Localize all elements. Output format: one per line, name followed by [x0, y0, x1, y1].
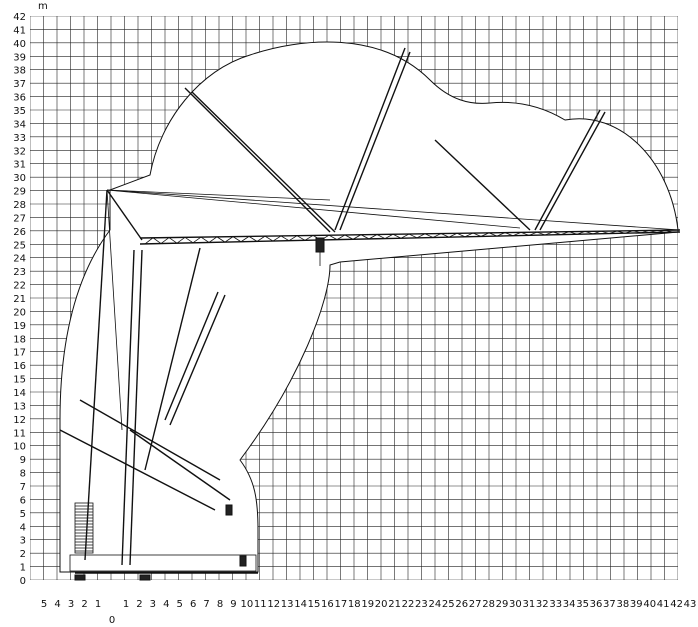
- y-tick-label: 8: [20, 469, 26, 480]
- x-tick-label-right: 17: [334, 599, 347, 610]
- x-tick-label-right: 37: [603, 599, 616, 610]
- y-tick-label: 23: [13, 267, 26, 278]
- y-tick-label: 3: [20, 536, 26, 547]
- y-tick-label: 30: [13, 173, 26, 184]
- y-tick-label: 19: [13, 321, 26, 332]
- y-tick-label: 27: [13, 213, 26, 224]
- x-tick-label-right: 23: [415, 599, 428, 610]
- x-tick-label-right: 22: [402, 599, 415, 610]
- y-tick-label: 33: [13, 133, 26, 144]
- x-tick-label-right: 43: [684, 599, 697, 610]
- y-tick-label: 25: [13, 240, 26, 251]
- y-tick-label: 37: [13, 79, 26, 90]
- x-tick-label-right: 34: [563, 599, 576, 610]
- x-tick-label-right: 15: [308, 599, 321, 610]
- x-tick-label-right: 8: [217, 599, 223, 610]
- y-tick-label: 9: [20, 455, 26, 466]
- x-tick-label-right: 4: [163, 599, 169, 610]
- x-tick-label-right: 39: [630, 599, 643, 610]
- y-tick-label: 20: [13, 307, 26, 318]
- x-tick-label-right: 30: [509, 599, 522, 610]
- y-tick-label: 11: [13, 428, 26, 439]
- y-axis-unit-label: m: [38, 1, 48, 12]
- x-tick-label-right: 32: [536, 599, 549, 610]
- x-tick-label-right: 2: [136, 599, 142, 610]
- y-tick-label: 16: [13, 361, 26, 372]
- y-tick-label: 29: [13, 187, 26, 198]
- y-tick-label: 7: [20, 482, 26, 493]
- x-tick-label-left: 1: [95, 599, 101, 610]
- x-tick-label-left: 2: [81, 599, 87, 610]
- x-tick-label-right: 40: [643, 599, 656, 610]
- y-tick-label: 13: [13, 401, 26, 412]
- x-tick-label-right: 5: [177, 599, 183, 610]
- y-tick-label: 39: [13, 52, 26, 63]
- x-tick-label-right: 14: [294, 599, 307, 610]
- y-tick-label: 35: [13, 106, 26, 117]
- y-tick-label: 4: [20, 522, 26, 533]
- x-tick-label-right: 11: [254, 599, 267, 610]
- x-tick-label-right: 25: [442, 599, 455, 610]
- y-tick-label: 42: [13, 12, 26, 23]
- x-tick-label-right: 38: [616, 599, 629, 610]
- x-tick-label-right: 26: [455, 599, 468, 610]
- y-tick-label: 1: [20, 563, 26, 574]
- y-tick-label: 22: [13, 281, 26, 292]
- x-tick-label-left: 3: [68, 599, 74, 610]
- y-tick-label: 28: [13, 200, 26, 211]
- x-tick-label-right: 7: [203, 599, 209, 610]
- x-tick-label-right: 9: [230, 599, 236, 610]
- y-tick-label: 26: [13, 227, 26, 238]
- x-tick-label-right: 3: [150, 599, 156, 610]
- x-tick-label-right: 31: [522, 599, 535, 610]
- crane-drawing: [59, 47, 681, 581]
- y-tick-label: 31: [13, 160, 26, 171]
- y-tick-label: 14: [13, 388, 26, 399]
- x-tick-label-right: 6: [190, 599, 196, 610]
- y-tick-label: 0: [20, 576, 26, 587]
- y-axis-tick-labels: 0123456789101112131415161718192021222324…: [13, 12, 26, 587]
- x-tick-label-right: 28: [482, 599, 495, 610]
- x-tick-label-right: 20: [375, 599, 388, 610]
- x-tick-label-right: 18: [348, 599, 361, 610]
- working-range-envelope: [59, 41, 679, 573]
- y-tick-label: 34: [13, 119, 26, 130]
- x-tick-label-right: 16: [321, 599, 334, 610]
- y-tick-label: 41: [13, 25, 26, 36]
- y-tick-label: 38: [13, 66, 26, 77]
- y-tick-label: 40: [13, 39, 26, 50]
- y-tick-label: 6: [20, 495, 26, 506]
- x-tick-label-right: 21: [388, 599, 401, 610]
- y-tick-label: 12: [13, 415, 26, 426]
- x-tick-label-right: 1: [123, 599, 129, 610]
- x-tick-label-right: 42: [670, 599, 683, 610]
- y-tick-label: 5: [20, 509, 26, 520]
- y-tick-label: 2: [20, 549, 26, 560]
- y-tick-label: 36: [13, 93, 26, 104]
- x-tick-label-left: 4: [54, 599, 60, 610]
- x-tick-label-right: 12: [267, 599, 280, 610]
- x-tick-label-right: 24: [428, 599, 441, 610]
- y-tick-label: 18: [13, 334, 26, 345]
- x-tick-label-right: 19: [361, 599, 374, 610]
- x-tick-label-right: 13: [281, 599, 294, 610]
- x-tick-label-right: 41: [657, 599, 670, 610]
- y-tick-label: 24: [13, 254, 26, 265]
- x-tick-label-right: 29: [496, 599, 509, 610]
- y-tick-label: 17: [13, 348, 26, 359]
- x-axis-origin-label: 0: [109, 615, 115, 626]
- y-tick-label: 10: [13, 442, 26, 453]
- x-tick-label-right: 10: [240, 599, 253, 610]
- x-tick-label-left: 5: [41, 599, 47, 610]
- x-tick-label-right: 33: [549, 599, 562, 610]
- y-tick-label: 32: [13, 146, 26, 157]
- x-tick-label-right: 27: [469, 599, 482, 610]
- y-tick-label: 15: [13, 375, 26, 386]
- x-tick-label-right: 35: [576, 599, 589, 610]
- y-tick-label: 21: [13, 294, 26, 305]
- x-tick-label-right: 36: [590, 599, 603, 610]
